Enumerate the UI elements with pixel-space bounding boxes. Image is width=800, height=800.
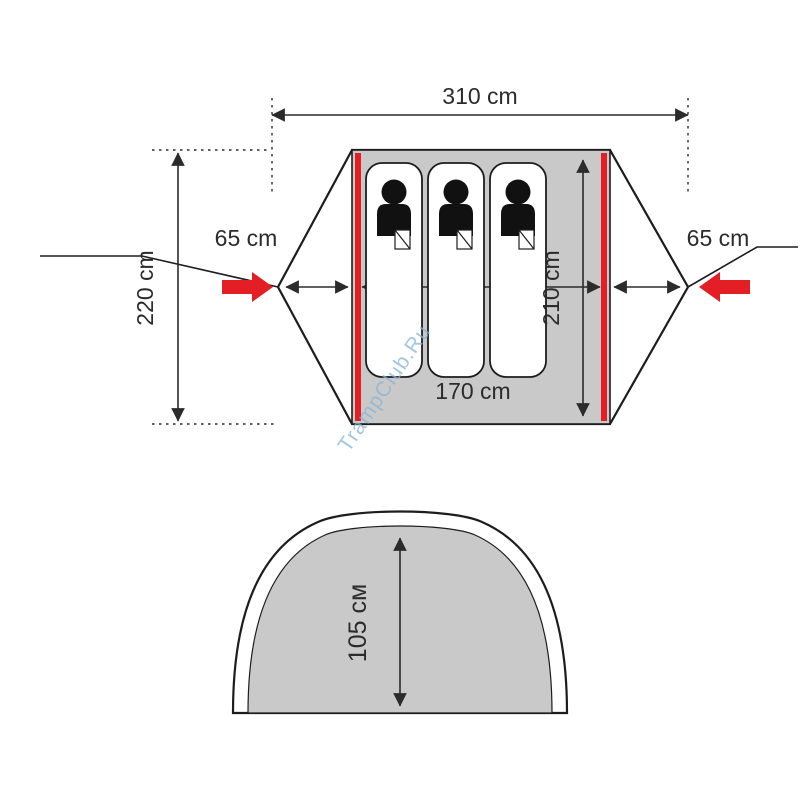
sleeping-pad-1 <box>365 162 423 378</box>
camper-icon <box>443 179 469 205</box>
camper-torso-icon <box>439 204 473 236</box>
dim-310-label: 310 cm <box>442 83 517 109</box>
left-guy-line <box>40 255 279 288</box>
blanket-fold-line <box>456 229 473 250</box>
blanket-fold-line <box>394 229 411 250</box>
blanket-fold-line <box>518 229 535 250</box>
camper-icon <box>381 179 407 205</box>
entrance-arrow-right-icon <box>699 272 750 302</box>
dim-220-label: 220 cm <box>132 250 158 325</box>
dim-65-right-label: 65 cm <box>687 225 750 251</box>
entrance-arrow-left-icon <box>222 272 273 302</box>
dim-105-label: 105 см <box>344 584 372 662</box>
dim-65-left-label: 65 cm <box>215 225 278 251</box>
dim-210-label: 210 cm <box>538 250 564 325</box>
camper-icon <box>505 179 531 205</box>
dim-170-label: 170 cm <box>435 378 510 404</box>
sleeping-pad-2 <box>427 162 485 378</box>
camper-torso-icon <box>377 204 411 236</box>
sleeping-pad-3 <box>489 162 547 378</box>
camper-torso-icon <box>501 204 535 236</box>
right-guy-line <box>687 246 798 288</box>
